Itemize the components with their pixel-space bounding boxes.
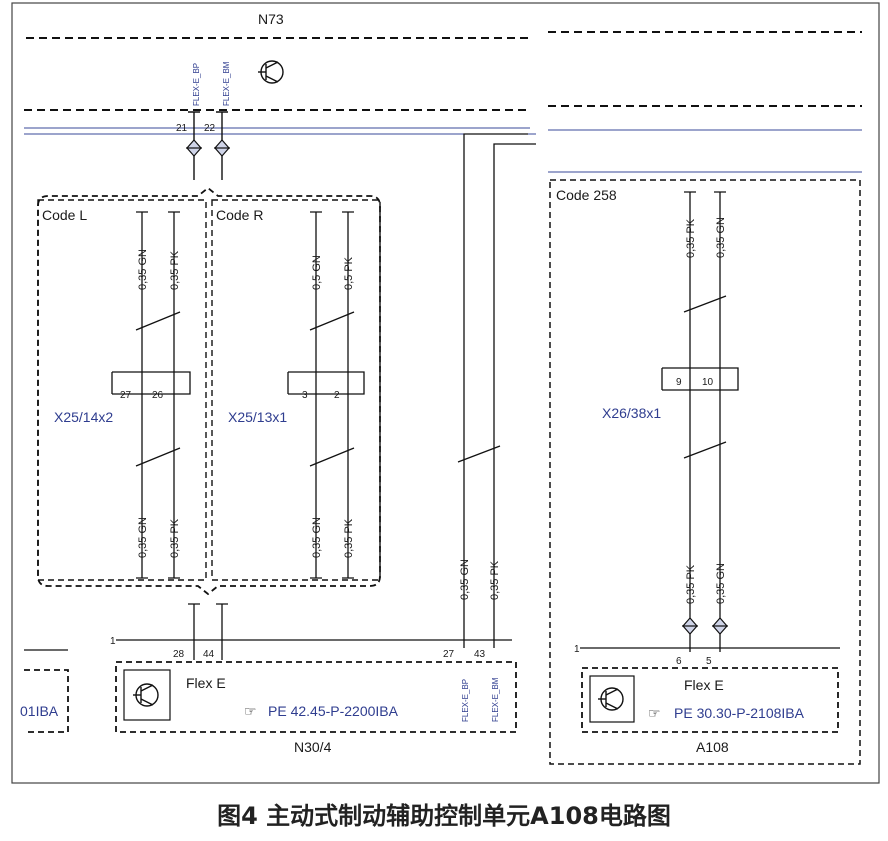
n73-label: N73 (258, 11, 284, 27)
code-l-wire-gn-bottom: 0,35 GN (137, 517, 149, 558)
code-r-wire-pk-top: 0,5 PK (343, 256, 355, 290)
a108-label: A108 (696, 739, 729, 755)
bus-lines (24, 127, 862, 173)
figure-caption: 图4 主动式制动辅助控制单元A108电路图 (217, 802, 671, 830)
a108-flex-e: Flex E (684, 677, 724, 693)
code-r-wire-gn-bottom: 0,35 GN (311, 517, 323, 558)
partial-left-module: 01IBA (20, 649, 69, 733)
code-l-box (37, 199, 207, 581)
code-258-wire-pk-bottom: 0,35 PK (685, 564, 697, 604)
code-l-wire-pk-top: 0,35 PK (169, 250, 181, 290)
mid-wire-gn: 0,35 GN (459, 559, 471, 600)
n30-4-pin-28: 28 (173, 649, 185, 660)
n30-4-pin-27: 27 (443, 649, 455, 660)
outer-border (11, 2, 880, 784)
n73-connector: FLEX-E_BP FLEX-E_BM 21 22 (176, 61, 231, 180)
code-258-box (549, 179, 861, 765)
a108-pin-5: 5 (706, 656, 712, 667)
code-r-wire-gn-top: 0,5 GN (311, 255, 323, 290)
code-258-wire-pk-top: 0,35 PK (685, 218, 697, 258)
code-258-wire-gn-bottom: 0,35 GN (715, 563, 727, 604)
x26-38x1-label: X26/38x1 (602, 405, 661, 421)
circuit-diagram: N73 FLEX-E_BP FLEX-E_BM 21 22 (11, 2, 880, 784)
x25-14x2-label: X25/14x2 (54, 409, 113, 425)
a108-module: 1 6 5 Flex E ☞ PE 30.30-P-2108IBA A108 (574, 644, 840, 755)
flex-e-bp-label-n30: FLEX-E_BP (461, 679, 470, 722)
pin-21: 21 (176, 123, 188, 134)
n30-4-flex-e: Flex E (186, 675, 226, 691)
code-258-wire-gn-top: 0,35 GN (715, 217, 727, 258)
code-l-wires (111, 211, 191, 579)
code-l-wire-gn-top: 0,35 GN (137, 249, 149, 290)
x25-13x1-pin-2: 2 (334, 390, 340, 401)
transistor-icon (598, 687, 624, 711)
n30-4-pin-44: 44 (203, 649, 215, 660)
code-r-wires (287, 211, 365, 579)
flex-e-bm-label-top: FLEX-E_BM (222, 61, 231, 106)
x25-13x1-label: X25/13x1 (228, 409, 287, 425)
flex-e-bp-label-top: FLEX-E_BP (192, 63, 201, 106)
a108-pe-ref: PE 30.30-P-2108IBA (674, 705, 805, 721)
a108-pin-1: 1 (574, 644, 580, 655)
code-r-label: Code R (216, 207, 263, 223)
partial-ref-label: 01IBA (20, 703, 59, 719)
transistor-icon (133, 683, 159, 707)
middle-wires (457, 133, 536, 648)
code-l-wire-pk-bottom: 0,35 PK (169, 518, 181, 558)
n30-4-pin-1: 1 (110, 636, 116, 647)
n30-4-pe-ref: PE 42.45-P-2200IBA (268, 703, 399, 719)
x25-13x1-pin-3: 3 (302, 390, 308, 401)
flex-e-bm-label-n30: FLEX-E_BM (491, 677, 500, 722)
hand-pointer-icon: ☞ (244, 703, 257, 719)
code-258-plugs (682, 617, 728, 635)
x25-14x2-pin-27: 27 (120, 390, 132, 401)
x26-38x1-pin-9: 9 (676, 377, 682, 388)
code-r-box (211, 199, 381, 581)
code-box-outer (37, 186, 381, 596)
n30-4-pin-43: 43 (474, 649, 486, 660)
n30-4-module: 1 28 44 27 43 Flex E ☞ PE 42.45-P-2200IB… (110, 636, 517, 755)
n73-module (24, 31, 862, 111)
transistor-icon (258, 60, 284, 84)
code-r-wire-pk-bottom: 0,35 PK (343, 518, 355, 558)
a108-pin-6: 6 (676, 656, 682, 667)
n30-4-label: N30/4 (294, 739, 332, 755)
x25-14x2-pin-26: 26 (152, 390, 164, 401)
hand-pointer-icon: ☞ (648, 705, 661, 721)
x26-38x1-pin-10: 10 (702, 377, 714, 388)
code-258-wires (661, 191, 739, 652)
mid-wire-pk: 0,35 PK (489, 560, 501, 600)
code-258-label: Code 258 (556, 187, 617, 203)
pin-22: 22 (204, 123, 216, 134)
lower-left-wires (188, 603, 228, 660)
code-l-label: Code L (42, 207, 87, 223)
